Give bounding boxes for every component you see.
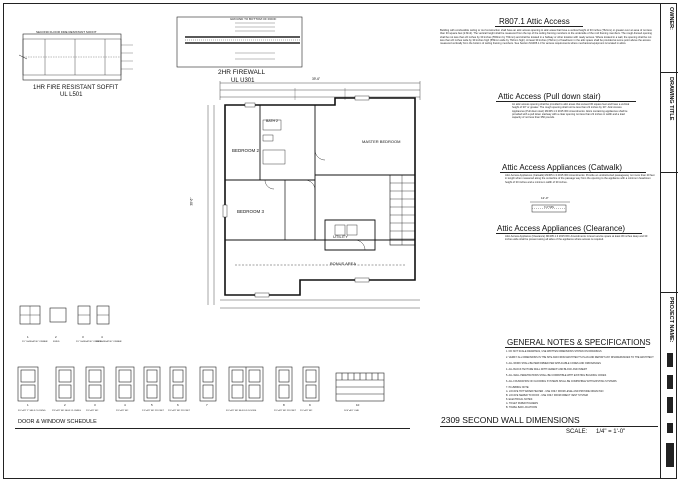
drawing-title-cell: DRAWING TITLE: [661, 73, 678, 173]
door-label: 2'8"x6'8" MC SELF CLOSING: [52, 410, 81, 412]
note-item: B. TOWEL BAR LOCATIONS: [506, 406, 538, 409]
floor-plan-drawing: [207, 81, 421, 309]
project-name-marks: [664, 353, 675, 473]
firewall-sub: UL U301: [231, 78, 255, 84]
catwalk-dim: 12'-0": [541, 196, 549, 200]
room-bath-2: BATH 2: [266, 119, 278, 123]
plan-overall-depth: 38'-6": [189, 197, 194, 206]
catwalk-label: 3'-0" MIN: [544, 206, 554, 209]
window-elevations: [19, 305, 110, 325]
note-item: 4. ALL BLOCK TEXTURE WALL WITH CEMENT AN…: [506, 368, 588, 371]
note-item: 6. ALL FOUNDATION OF FLOORING SYSTEMS SH…: [506, 380, 617, 383]
door-label: 2'4"x6'8" MC POCKET: [142, 410, 164, 412]
room-master-bedroom: MASTER BEDROOM: [362, 139, 401, 144]
note-item: 8. ELECTRICAL NOTES:: [506, 398, 533, 401]
plan-overall-width: 39'-6": [312, 77, 321, 81]
firewall-note: GROUND TO BOTTOM OF ROOF: [230, 17, 277, 21]
notes-title: GENERAL NOTES & SPECIFICATIONS: [507, 338, 651, 347]
window-num: 3: [82, 335, 84, 339]
window-num: 1: [27, 335, 29, 339]
door-label: 2'6"x6'8" MC: [116, 410, 129, 412]
window-label: FIXED: [53, 341, 60, 343]
door-label: 2'6"x6'8" MC: [86, 410, 99, 412]
firewall-title: 2HR FIREWALL: [218, 69, 266, 76]
window-num: 4: [101, 335, 103, 339]
soffit-sub: UL L501: [60, 92, 83, 98]
project-name-cell: PROJECT NAME:: [661, 293, 678, 479]
soffit-title: 1HR FIRE RESISTANT SOFFIT: [33, 85, 119, 91]
window-label: 2'0" SH/FLAT BY OWNER: [76, 341, 102, 343]
note-item: A. LOCATE HOT WATER HEATER - USE ONLY FR…: [506, 390, 604, 393]
note-item: 7. PLUMBING NOTE:: [506, 386, 530, 389]
pull-down-title: Attic Access (Pull down stair): [498, 92, 601, 101]
scale-value: 1/4" = 1'-0": [596, 429, 626, 435]
room-bonus-area: BONUS AREA: [330, 261, 357, 266]
sheet-title: 2309 SECOND WALL DIMENSIONS: [441, 415, 580, 425]
door-num: 5: [151, 403, 153, 407]
door-label: 2'0"x6'8" MC POCKET: [274, 410, 296, 412]
door-label: 2'0"x6'8" MC: [300, 410, 313, 412]
note-item: 2. VERIFY ALL DIMENSIONS IN THE SITE AND…: [506, 356, 654, 359]
note-item: 5. ALL WALL PENETRATIONS SHALL BE COMPAT…: [506, 374, 607, 377]
sheet-border: [3, 3, 677, 479]
door-num: 6: [177, 403, 179, 407]
firewall-drawing: [176, 16, 303, 68]
project-name-label: PROJECT NAME:: [668, 297, 674, 343]
note-item: B. LOCATE SEWER TO ROOF - USE ONLY FROM …: [506, 394, 588, 397]
door-label: 5'0"x6'8" MC BI-FOLD DOORS: [226, 410, 257, 412]
room-bedroom-3: BEDROOM 3: [237, 209, 265, 214]
room-utility: UTILITY: [333, 234, 348, 239]
window-label: 2'0" SH/FLAT BY OWNER: [22, 341, 48, 343]
door-num: 9: [309, 403, 311, 407]
door-label: 2'6"x6'8" MC POCKET: [168, 410, 190, 412]
door-elevations: [17, 366, 385, 402]
door-label: 16'0"x8'0" OHD: [344, 410, 360, 412]
catwalk-title: Attic Access Appliances (Catwalk): [502, 163, 623, 172]
blank-cell: [661, 173, 678, 293]
note-item: 1. DO NOT SCALE DRAWINGS, USE WRITTEN DI…: [506, 350, 602, 353]
room-bedroom-2: BEDROOM 2: [232, 148, 260, 153]
pull-down-text: An attic access opening shall be provide…: [512, 103, 630, 120]
clearance-text: Attic Access Appliance (Clearance) M1305…: [505, 235, 648, 242]
title-block: OWNER: DRAWING TITLE PROJECT NAME:: [660, 3, 678, 479]
door-num: 10: [356, 403, 360, 407]
door-num: 1: [27, 403, 29, 407]
door-num: 8: [283, 403, 285, 407]
clearance-title: Attic Access Appliances (Clearance): [497, 224, 626, 233]
note-item: 3. ALL WORK SHALL BE PERFORMED PER APPLI…: [506, 362, 601, 365]
schedule-title: DOOR & WINDOW SCHEDULE: [18, 419, 97, 425]
door-label: 3'0"x6'8" 1" SELF CLOSING: [18, 410, 46, 412]
attic-access-text: Building with combustible ceiling or roo…: [440, 29, 652, 46]
owner-cell: OWNER:: [661, 3, 678, 73]
soffit-note: SECOND FLOOR FIRE RESISTANT SOFFIT: [36, 30, 97, 34]
owner-label: OWNER:: [668, 7, 674, 30]
soffit-drawing: [18, 33, 133, 81]
door-num: 4: [124, 403, 126, 407]
attic-access-title: R807.1 Attic Access: [499, 17, 570, 26]
door-num: 3: [94, 403, 96, 407]
catwalk-text: Attic Access Appliances (Catwalk) M1305.…: [505, 174, 655, 184]
scale-label: SCALE:: [566, 429, 588, 435]
drawing-title-label: DRAWING TITLE: [668, 77, 674, 121]
door-num: 7: [206, 403, 208, 407]
window-label: 2'0" SH/FLAT BY OWNER: [96, 341, 122, 343]
catwalk-diagram: [530, 201, 570, 213]
window-num: 2: [55, 335, 57, 339]
note-item: A. TOILET PAPER HOLDERS: [506, 402, 538, 405]
door-num: 2: [64, 403, 66, 407]
